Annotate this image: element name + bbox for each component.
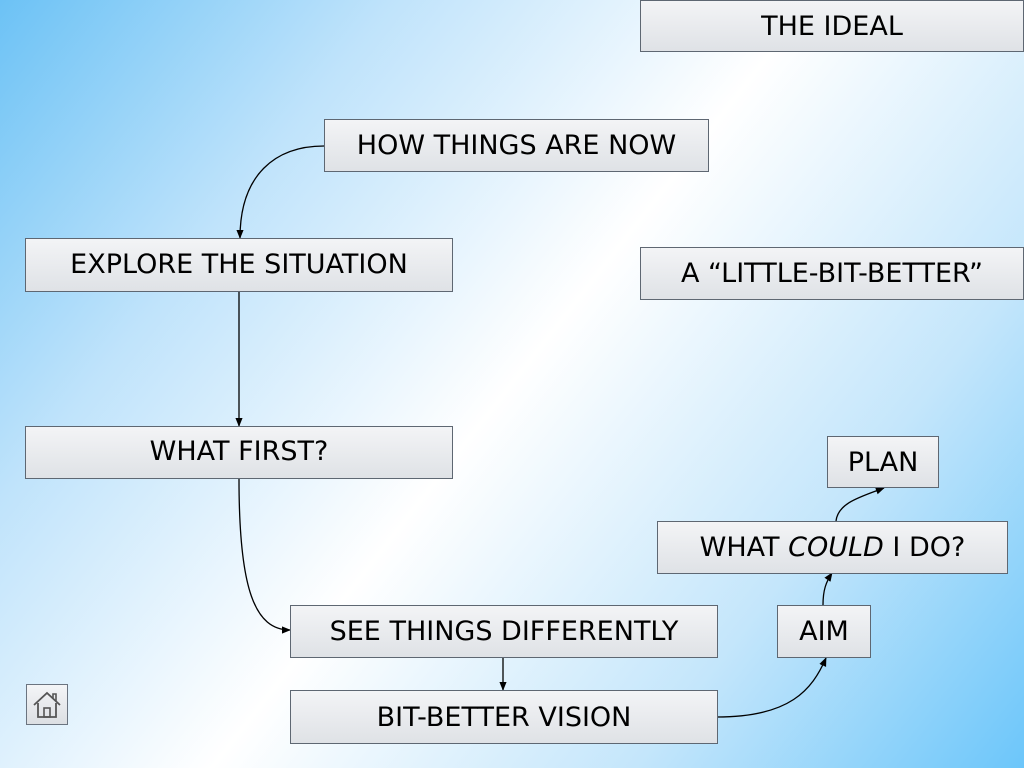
- node-label: EXPLORE THE SITUATION: [70, 248, 408, 280]
- arrow-whatfirst-to-see: [238, 478, 291, 634]
- node-label: A “LITTLE-BIT-BETTER”: [680, 258, 984, 289]
- node-how-things-are-now: HOW THINGS ARE NOW: [324, 119, 709, 172]
- node-label-prefix: WHAT: [699, 532, 789, 563]
- node-label-emphasis: COULD: [788, 532, 884, 563]
- node-what-first: WHAT FIRST?: [25, 426, 453, 479]
- node-label: PLAN: [847, 446, 919, 478]
- arrow-aim-to-could: [822, 572, 833, 606]
- arrow-now-to-explore: [236, 145, 325, 239]
- arrow-could-to-plan: [835, 487, 885, 522]
- node-label: SEE THINGS DIFFERENTLY: [329, 616, 679, 647]
- node-label: BIT-BETTER VISION: [376, 701, 632, 733]
- node-aim: AIM: [777, 605, 871, 658]
- home-icon: [33, 691, 61, 718]
- node-label: HOW THINGS ARE NOW: [356, 130, 677, 161]
- node-the-ideal: THE IDEAL: [640, 0, 1024, 52]
- node-what-could-i-do: WHAT COULD I DO?: [657, 521, 1008, 574]
- node-label: WHAT FIRST?: [149, 436, 329, 467]
- node-plan: PLAN: [827, 436, 939, 488]
- node-label-suffix: I DO?: [883, 532, 966, 563]
- node-explore-the-situation: EXPLORE THE SITUATION: [25, 238, 453, 292]
- node-bit-better-vision: BIT-BETTER VISION: [290, 690, 718, 744]
- node-little-bit-better: A “LITTLE-BIT-BETTER”: [640, 247, 1024, 300]
- node-see-things-differently: SEE THINGS DIFFERENTLY: [290, 605, 718, 658]
- node-label: THE IDEAL: [761, 10, 903, 42]
- arrow-vision-to-aim: [716, 657, 827, 718]
- home-button[interactable]: [26, 684, 68, 725]
- node-label: AIM: [799, 616, 849, 647]
